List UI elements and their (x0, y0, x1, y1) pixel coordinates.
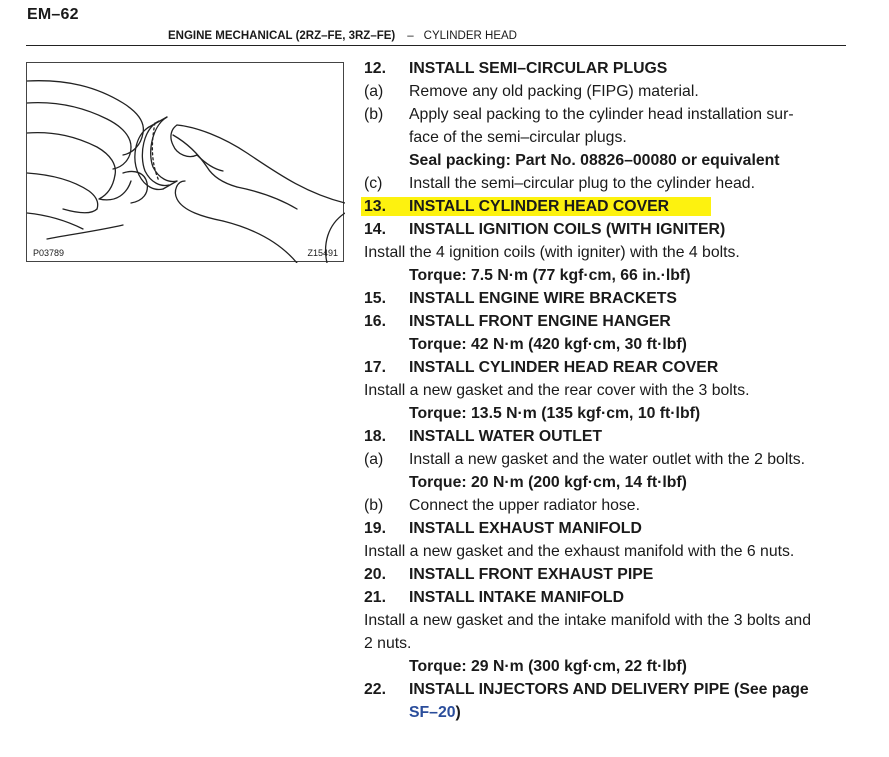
step-title: INSTALL INJECTORS AND DELIVERY PIPE (See… (409, 681, 809, 698)
substep-text: Install the semi–circular plug to the cy… (409, 175, 755, 192)
illustration-figure: P03789 Z15491 (26, 62, 345, 263)
step-number: 19. (364, 520, 386, 537)
step-12-heading: 12. INSTALL SEMI–CIRCULAR PLUGS (364, 57, 850, 80)
step-13-heading: 13. INSTALL CYLINDER HEAD COVER (361, 195, 850, 218)
step-21-text-cont: 2 nuts. (364, 635, 412, 652)
step-12-c: (c) Install the semi–circular plug to the… (364, 172, 850, 195)
substep-text: Install a new gasket and the water outle… (409, 451, 806, 468)
seal-packing-spec: Seal packing: Part No. 08826–00080 or eq… (409, 152, 780, 169)
step-number: 22. (364, 681, 386, 698)
step-14-text: Install the 4 ignition coils (with ignit… (364, 244, 740, 261)
step-16-torque: Torque: 42 N·m (420 kgf·cm, 30 ft·lbf) (409, 336, 687, 353)
step-title: INSTALL SEMI–CIRCULAR PLUGS (409, 60, 668, 77)
section-title: ENGINE MECHANICAL (2RZ–FE, 3RZ–FE) (168, 30, 396, 42)
step-21-text: Install a new gasket and the intake mani… (364, 612, 811, 629)
step-16-heading: 16. INSTALL FRONT ENGINE HANGER (364, 310, 850, 333)
step-18-torque: Torque: 20 N·m (200 kgf·cm, 14 ft·lbf) (409, 474, 687, 491)
step-number: 15. (364, 290, 386, 307)
step-15-heading: 15. INSTALL ENGINE WIRE BRACKETS (364, 287, 850, 310)
substep-text: Connect the upper radiator hose. (409, 497, 640, 514)
step-title: INSTALL IGNITION COILS (WITH IGNITER) (409, 221, 726, 238)
step-number: 12. (364, 60, 386, 77)
step-17-text: Install a new gasket and the rear cover … (364, 382, 750, 399)
hands-installing-plug-illustration (27, 80, 345, 263)
step-18-a: (a) Install a new gasket and the water ou… (364, 448, 850, 471)
step-title: INSTALL ENGINE WIRE BRACKETS (409, 290, 677, 307)
step-title: INSTALL CYLINDER HEAD REAR COVER (409, 359, 719, 376)
step-14-heading: 14. INSTALL IGNITION COILS (WITH IGNITER) (364, 218, 850, 241)
step-20-heading: 20. INSTALL FRONT EXHAUST PIPE (364, 563, 850, 586)
step-14-torque: Torque: 7.5 N·m (77 kgf·cm, 66 in.·lbf) (409, 267, 691, 284)
substep-text: Apply seal packing to the cylinder head … (409, 106, 794, 123)
subsection-title: CYLINDER HEAD (423, 30, 517, 42)
step-21-torque: Torque: 29 N·m (300 kgf·cm, 22 ft·lbf) (409, 658, 687, 675)
reference-close: ) (455, 704, 461, 721)
step-number: 14. (364, 221, 386, 238)
step-17-torque: Torque: 13.5 N·m (135 kgf·cm, 10 ft·lbf) (409, 405, 701, 422)
running-header: ENGINE MECHANICAL (2RZ–FE, 3RZ–FE)–CYLIN… (168, 30, 517, 42)
substep-label: (b) (364, 106, 384, 123)
header-rule (26, 45, 846, 46)
step-18-b: (b) Connect the upper radiator hose. (364, 494, 850, 517)
step-17-heading: 17. INSTALL CYLINDER HEAD REAR COVER (364, 356, 850, 379)
figure-code-right: Z15491 (307, 248, 338, 258)
figure-code-left: P03789 (33, 248, 65, 258)
step-number: 18. (364, 428, 386, 445)
step-12-a: (a) Remove any old packing (FIPG) materia… (364, 80, 850, 103)
step-title: INSTALL INTAKE MANIFOLD (409, 589, 624, 606)
step-title: INSTALL FRONT ENGINE HANGER (409, 313, 671, 330)
step-19-heading: 19. INSTALL EXHAUST MANIFOLD (364, 517, 850, 540)
step-title: INSTALL CYLINDER HEAD COVER (409, 198, 670, 215)
step-number: 21. (364, 589, 386, 606)
step-21-heading: 21. INSTALL INTAKE MANIFOLD (364, 586, 850, 609)
step-number: 16. (364, 313, 386, 330)
step-title: INSTALL FRONT EXHAUST PIPE (409, 566, 654, 583)
header-separator: – (407, 30, 414, 42)
substep-label: (c) (364, 175, 383, 192)
step-22-heading: 22. INSTALL INJECTORS AND DELIVERY PIPE (… (364, 678, 850, 701)
step-number: 20. (364, 566, 386, 583)
substep-label: (a) (364, 451, 384, 468)
step-12-b: (b) Apply seal packing to the cylinder he… (364, 103, 850, 126)
procedure-steps: 12. INSTALL SEMI–CIRCULAR PLUGS (a) Remove… (361, 57, 850, 724)
substep-text: Remove any old packing (FIPG) material. (409, 83, 699, 100)
step-18-heading: 18. INSTALL WATER OUTLET (364, 425, 850, 448)
step-number: 13. (364, 198, 386, 215)
step-19-text: Install a new gasket and the exhaust man… (364, 543, 795, 560)
step-number: 17. (364, 359, 386, 376)
substep-label: (b) (364, 497, 384, 514)
step-22-reference: SF–20) (364, 701, 850, 724)
substep-label: (a) (364, 83, 384, 100)
page-reference-link[interactable]: SF–20 (409, 704, 456, 721)
step-title: INSTALL WATER OUTLET (409, 428, 603, 445)
step-12-b-cont: face of the semi–circular plugs. (409, 129, 627, 146)
step-title: INSTALL EXHAUST MANIFOLD (409, 520, 642, 537)
page-number: EM–62 (27, 6, 79, 23)
